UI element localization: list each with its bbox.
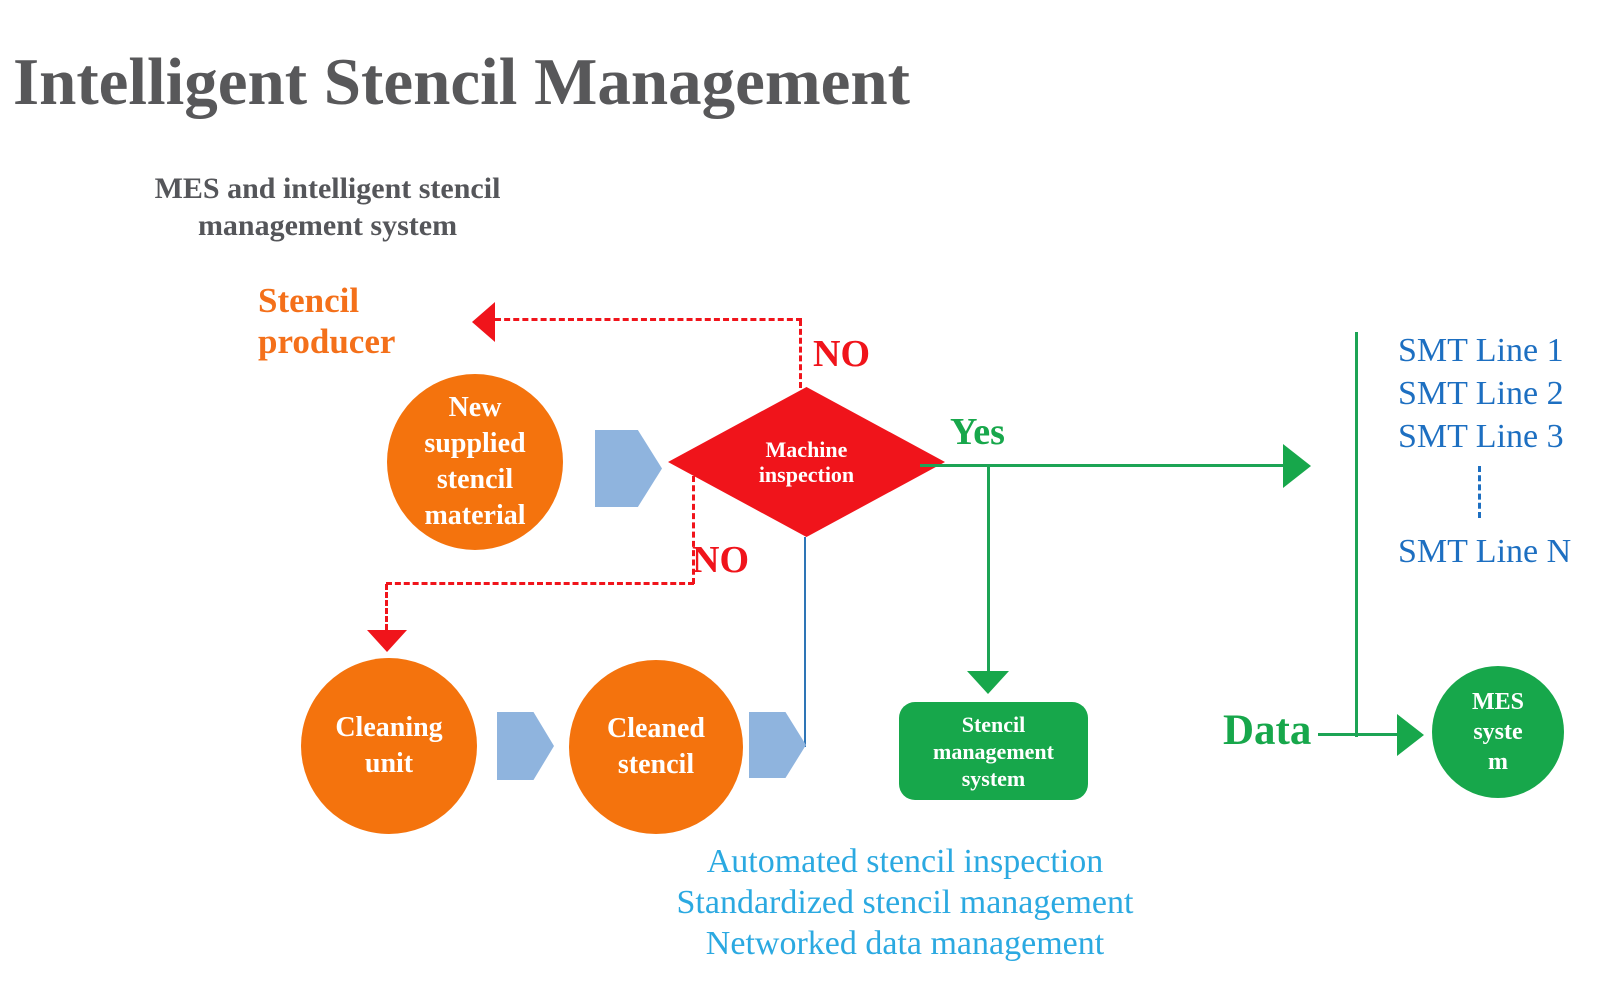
no-cleaning-dashed-line-drop xyxy=(385,584,388,630)
smt-line-1: SMT Line 1 xyxy=(1398,332,1564,369)
smt-lines-bracket-line xyxy=(1355,332,1358,737)
yes-label: Yes xyxy=(950,411,1005,453)
no-cleaning-dashed-line-vertical xyxy=(692,476,695,584)
smt-line-2: SMT Line 2 xyxy=(1398,375,1564,412)
no-return-dashed-line-horizontal xyxy=(495,318,802,321)
node-mes-system-label: MES system xyxy=(1471,689,1524,775)
node-stencil-management-system-label: Stencil management system xyxy=(933,711,1054,791)
node-cleaned-stencil: Cleaned stencil xyxy=(569,660,743,834)
smt-line-3: SMT Line 3 xyxy=(1398,418,1564,455)
smt-line-n: SMT Line N xyxy=(1398,533,1572,570)
feature-automated-inspection: Automated stencil inspection xyxy=(706,843,1104,880)
inspection-to-flow-line xyxy=(804,537,806,747)
feature-standardized-management: Standardized stencil management xyxy=(676,884,1134,921)
node-cleaning-unit-label: Cleaning unit xyxy=(335,712,443,779)
yes-arrow-line xyxy=(920,464,1283,467)
data-label: Data xyxy=(1223,707,1312,754)
right-arrowhead-icon-data xyxy=(1397,714,1424,756)
flow-arrow-icon-3 xyxy=(749,712,806,778)
flow-arrow-icon-2 xyxy=(497,712,554,780)
no-cleaning-dashed-line-horizontal xyxy=(386,582,694,585)
node-stencil-management-system: Stencil management system xyxy=(899,702,1088,800)
no-return-dashed-line-vertical xyxy=(799,320,802,388)
stencil-producer-label: Stencil producer xyxy=(258,281,396,361)
down-arrowhead-icon xyxy=(367,630,407,652)
no-bottom-label: NO xyxy=(692,539,749,581)
yes-branch-down-line xyxy=(987,466,990,672)
left-arrowhead-icon xyxy=(472,302,495,342)
flow-arrow-icon-1 xyxy=(595,430,662,507)
node-cleaning-unit: Cleaning unit xyxy=(301,658,477,834)
page-title: Intelligent Stencil Management xyxy=(13,45,910,119)
node-cleaned-stencil-label: Cleaned stencil xyxy=(607,713,705,780)
node-new-supplied-stencil-label: New supplied stencil material xyxy=(424,392,526,531)
subtitle-mes-system: MES and intelligent stencil management s… xyxy=(154,172,501,242)
data-arrow-line xyxy=(1318,733,1398,736)
node-mes-system: MES system xyxy=(1432,666,1564,798)
node-machine-inspection-label: Machine inspection xyxy=(758,437,855,487)
node-machine-inspection: Machine inspection xyxy=(668,387,945,537)
feature-list: Automated stencil inspection Standardize… xyxy=(555,841,1255,964)
no-top-label: NO xyxy=(813,333,870,375)
right-arrowhead-icon-yes xyxy=(1283,444,1311,488)
smt-ellipsis-icon xyxy=(1478,466,1481,518)
feature-networked-data: Networked data management xyxy=(705,925,1105,962)
node-new-supplied-stencil: New supplied stencil material xyxy=(387,374,563,550)
down-arrowhead-icon-green xyxy=(967,671,1009,694)
